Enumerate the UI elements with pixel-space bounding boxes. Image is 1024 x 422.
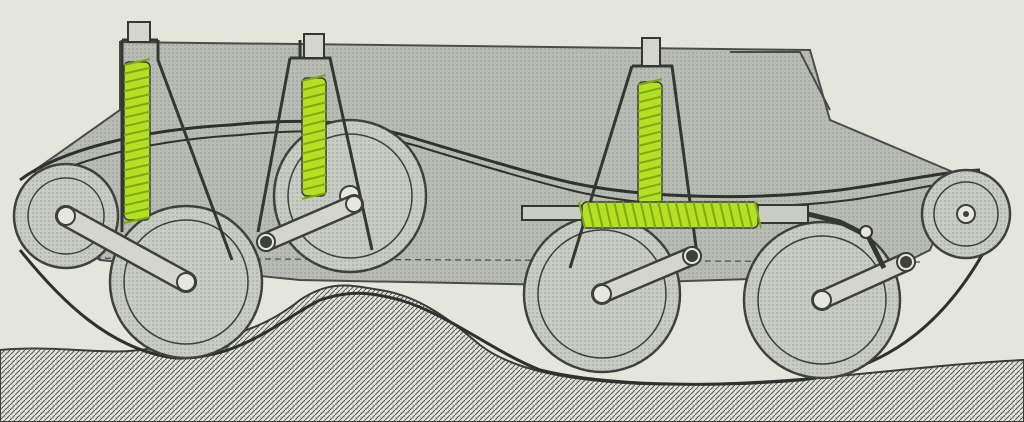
vertical-spring-3 (637, 78, 663, 208)
vertical-spring-1 (123, 58, 151, 224)
strut-frame-1 (120, 21, 234, 261)
vertical-spring-2 (301, 74, 327, 200)
horizontal-spring (578, 201, 762, 229)
track-upper-run (19, 119, 981, 199)
swing-arm-3 (592, 246, 702, 304)
pivot-bolts (260, 236, 912, 268)
front-idler-wheel (920, 168, 1012, 260)
strut-frame-3 (568, 37, 700, 269)
swing-arm-4 (812, 252, 916, 310)
strut-frame-2 (256, 33, 374, 251)
swing-arm-2 (256, 194, 364, 252)
swing-arm-1 (55, 205, 197, 293)
